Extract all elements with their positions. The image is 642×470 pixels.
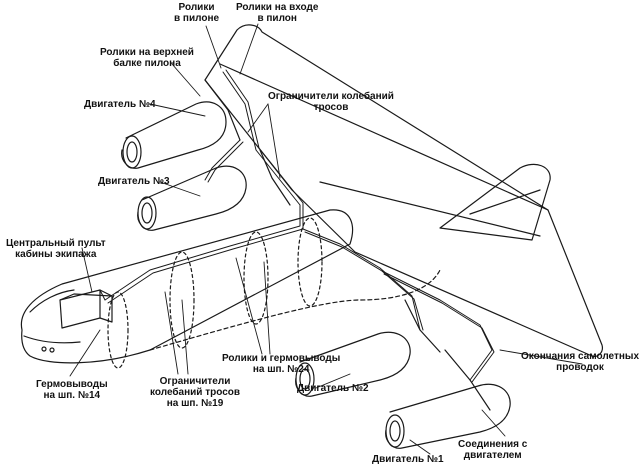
label-rollers-seals-24: Ролики и гермовыводы на шп. №24 (222, 353, 341, 375)
tail-fin (439, 163, 551, 241)
wing (204, 24, 603, 357)
fuselage-rear-dashed (149, 269, 441, 351)
nose-detail (23, 335, 81, 344)
tail-fin-detail (469, 189, 541, 215)
label-central-console: Центральный пульт кабины экипажа (6, 238, 106, 260)
label-engine-connections: Соединения с двигателем (458, 439, 528, 461)
label-cable-limiters-top: Ограничители колебаний тросов (268, 91, 394, 113)
cable-runs (99, 69, 495, 383)
bulkhead-rings (107, 217, 323, 369)
label-engine-3: Двигатель №3 (98, 176, 170, 187)
label-engine-2: Двигатель №2 (297, 383, 369, 394)
label-pylon-entry-rollers: Ролики на входе в пилон (236, 2, 319, 24)
wing-trailing-detail (319, 181, 541, 237)
pylon-4 (204, 79, 241, 141)
label-pylon-rollers: Ролики в пилоне (174, 2, 220, 24)
cockpit-window (29, 289, 75, 313)
pylon-1 (444, 349, 491, 411)
wing-leading-edge-detail (219, 63, 549, 211)
pylon-3 (259, 149, 291, 206)
engine3-nacelle (137, 165, 247, 231)
label-engine-1: Двигатель №1 (372, 454, 444, 465)
label-upper-beam-rollers: Ролики на верхней балке пилона (100, 47, 194, 69)
label-fairlead-ends: Окончания самолетных проводок (521, 351, 640, 373)
nose-porthole (49, 347, 55, 353)
nose-porthole (41, 346, 47, 352)
engine2-nacelle (295, 331, 411, 397)
engine4-nacelle (121, 101, 227, 169)
label-seals-14: Гермовыводы на шп. №14 (36, 379, 108, 401)
pylon-2 (404, 299, 441, 353)
label-engine-4: Двигатель №4 (84, 99, 156, 110)
central-console (59, 289, 113, 329)
engine1-nacelle (385, 383, 511, 449)
leader-lines (69, 23, 583, 455)
label-cable-limiters-19: Ограничители колебаний тросов на шп. №19 (150, 376, 241, 409)
